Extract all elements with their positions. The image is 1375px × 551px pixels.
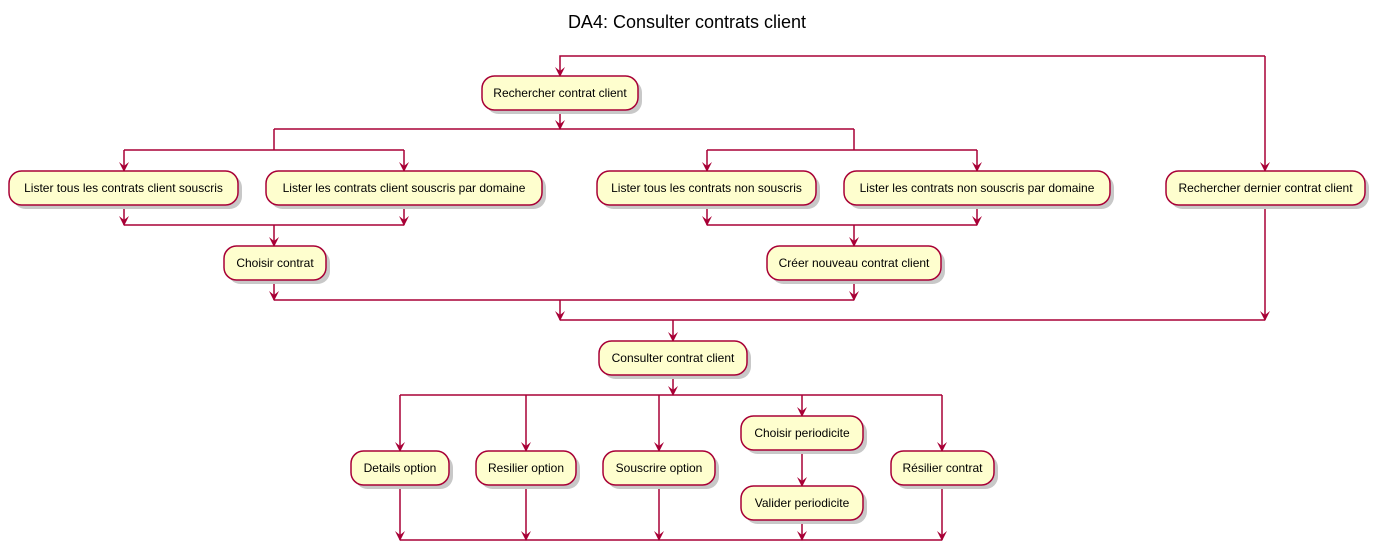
node-choisir-contrat: Choisir contrat xyxy=(223,245,330,284)
node-label: Rechercher dernier contrat client xyxy=(1178,181,1353,195)
node-box xyxy=(602,450,716,486)
node-label: Details option xyxy=(364,461,437,475)
node-label: Lister les contrats non souscris par dom… xyxy=(860,181,1095,195)
node-label: Choisir periodicite xyxy=(754,426,850,440)
node-box xyxy=(598,340,748,376)
node-label: Créer nouveau contrat client xyxy=(779,256,930,270)
node-box xyxy=(596,170,817,206)
node-label: Consulter contrat client xyxy=(612,351,735,365)
node-choisir-periodicite: Choisir periodicite xyxy=(740,415,867,454)
flow-arrow xyxy=(555,55,1265,77)
node-resilier-contrat: Résilier contrat xyxy=(890,450,998,489)
node-label: Rechercher contrat client xyxy=(493,86,627,100)
node-lister-tous-souscris: Lister tous les contrats client souscris xyxy=(8,170,242,209)
node-label: Lister les contrats client souscris par … xyxy=(283,181,526,195)
node-consulter: Consulter contrat client xyxy=(598,340,751,379)
node-label: Résilier contrat xyxy=(902,461,983,475)
node-box xyxy=(265,170,543,206)
node-lister-non-souscris-domaine: Lister les contrats non souscris par dom… xyxy=(843,170,1114,209)
node-label: Choisir contrat xyxy=(236,256,314,270)
node-valider-periodicite: Valider periodicite xyxy=(740,485,867,524)
node-box xyxy=(843,170,1111,206)
node-rechercher-dernier: Rechercher dernier contrat client xyxy=(1165,170,1369,209)
diagram-title: DA4: Consulter contrats client xyxy=(568,12,806,32)
diagram-edges xyxy=(119,55,1270,541)
node-label: Resilier option xyxy=(488,461,564,475)
node-box xyxy=(766,245,942,281)
node-box xyxy=(8,170,239,206)
node-lister-souscris-domaine: Lister les contrats client souscris par … xyxy=(265,170,546,209)
node-box xyxy=(223,245,327,281)
node-box xyxy=(740,415,864,451)
node-label: Lister tous les contrats client souscris xyxy=(24,181,223,195)
node-box xyxy=(740,485,864,521)
node-box xyxy=(350,450,450,486)
node-label: Souscrire option xyxy=(616,461,703,475)
node-box xyxy=(1165,170,1366,206)
node-box xyxy=(890,450,995,486)
node-resilier-option: Resilier option xyxy=(475,450,580,489)
node-label: Lister tous les contrats non souscris xyxy=(611,181,802,195)
node-creer-nouveau: Créer nouveau contrat client xyxy=(766,245,945,284)
node-souscrire-option: Souscrire option xyxy=(602,450,719,489)
node-box xyxy=(475,450,577,486)
node-details-option: Details option xyxy=(350,450,453,489)
node-label: Valider periodicite xyxy=(755,496,850,510)
node-rechercher: Rechercher contrat client xyxy=(481,75,642,114)
node-box xyxy=(481,75,639,111)
node-lister-tous-non-souscris: Lister tous les contrats non souscris xyxy=(596,170,820,209)
